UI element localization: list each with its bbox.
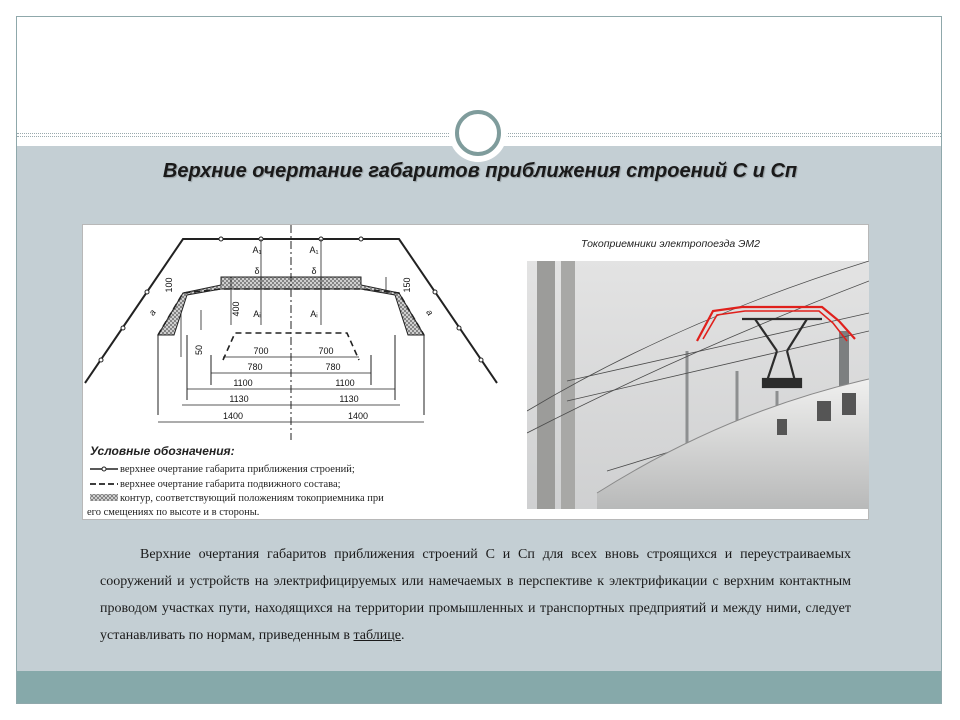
label-delta-left: δ xyxy=(254,266,259,276)
width-1400-right: 1400 xyxy=(348,411,368,421)
solid-line-legend-icon xyxy=(90,464,120,475)
pantograph-highlight xyxy=(696,305,856,342)
label-a-left: a xyxy=(147,308,158,318)
paragraph-end: . xyxy=(400,628,405,643)
width-700-left: 700 xyxy=(253,346,268,356)
legend-title: Условные обозначения: xyxy=(90,444,235,458)
table-link[interactable]: таблице xyxy=(353,628,401,643)
legend-item-building: верхнее очертание габарита приближения с… xyxy=(90,464,355,475)
paragraph-text: Верхние очертания габаритов приближения … xyxy=(100,547,851,643)
width-1400-left: 1400 xyxy=(223,411,243,421)
label-a1-left: A₁ xyxy=(252,245,261,255)
width-780-left: 780 xyxy=(247,362,262,372)
clearance-diagram: A₁ A₁ δ δ Aᵢ Aᵢ 100 150 400 50 a a 700 7… xyxy=(84,225,498,440)
label-ai-left: Aᵢ xyxy=(253,309,260,319)
width-1130-right: 1130 xyxy=(339,394,358,404)
photo-caption: Токоприемники электропоезда ЭМ2 xyxy=(581,238,761,250)
decorative-ring xyxy=(449,104,507,162)
width-1100-right: 1100 xyxy=(335,378,354,388)
body-paragraph: Верхние очертания габаритов приближения … xyxy=(100,541,851,649)
width-1130-left: 1130 xyxy=(229,394,248,404)
figure: A₁ A₁ δ δ Aᵢ Aᵢ 100 150 400 50 a a 700 7… xyxy=(82,224,869,520)
width-1100-left: 1100 xyxy=(233,378,252,388)
ring-circle-icon xyxy=(455,110,501,156)
slide-title: Верхние очертание габаритов приближения … xyxy=(162,160,798,182)
label-dim-100: 100 xyxy=(164,277,174,292)
label-ai-right: Aᵢ xyxy=(310,309,317,319)
label-dim-400: 400 xyxy=(231,301,241,316)
legend-item-label: верхнее очертание габарита приближения с… xyxy=(120,464,355,475)
footer-band xyxy=(17,671,941,703)
legend-item-label: верхнее очертание габарита подвижного со… xyxy=(120,479,341,490)
legend-item-rolling-stock: верхнее очертание габарита подвижного со… xyxy=(90,479,341,490)
legend-item-label: контур, соответствующий положениям токоп… xyxy=(120,493,384,504)
width-dimension-lines xyxy=(158,356,424,423)
rolling-stock-outline xyxy=(157,288,425,336)
hatched-area-legend-icon xyxy=(89,493,120,504)
legend-item-continuation: его смещениях по высоте и в стороны. xyxy=(87,507,260,518)
label-dim-50: 50 xyxy=(194,345,204,355)
width-780-right: 780 xyxy=(325,362,340,372)
width-700-right: 700 xyxy=(318,346,333,356)
building-clearance-outline xyxy=(84,238,498,384)
legend-item-pantograph: контур, соответствующий положениям токоп… xyxy=(89,493,384,504)
dashed-line-legend-icon xyxy=(90,479,120,490)
label-delta-right: δ xyxy=(311,266,316,276)
pantograph-icon xyxy=(742,317,822,389)
train-photo xyxy=(527,261,869,509)
label-a1-right: A₁ xyxy=(309,245,318,255)
outline-markers xyxy=(98,236,484,363)
label-dim-150: 150 xyxy=(402,277,412,292)
label-a-right: a xyxy=(424,308,435,318)
